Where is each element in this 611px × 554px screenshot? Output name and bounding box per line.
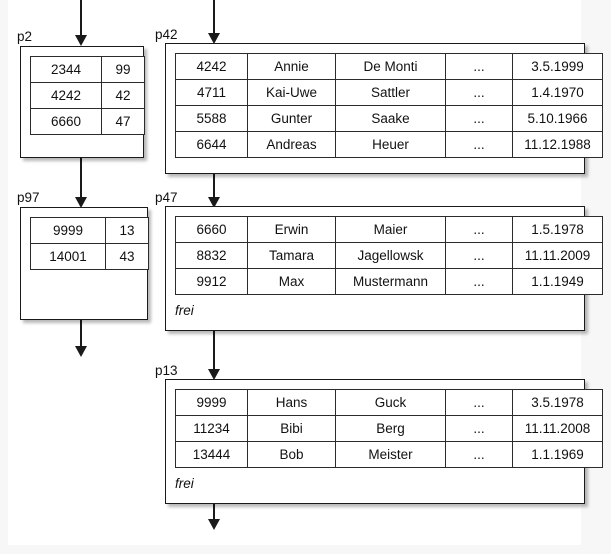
row-more: ...: [445, 216, 513, 243]
row-id: 13444: [175, 441, 248, 468]
row-first-name: Andreas: [247, 131, 336, 158]
index-page-p97[interactable]: 9999 13 14001 43: [20, 207, 149, 320]
page-label-p42: p42: [155, 27, 178, 42]
row-id: 6644: [175, 131, 248, 158]
row-first-name: Max: [247, 268, 336, 295]
row-date: 11.12.1988: [512, 131, 603, 158]
row-more: ...: [445, 415, 513, 442]
data-page-p13[interactable]: 9999 Hans Guck ... 3.5.1978 11234 Bibi B…: [165, 379, 603, 504]
arrow-into-p42: [208, 0, 220, 44]
index-pointer: 42: [101, 82, 145, 109]
page-label-p97: p97: [17, 190, 40, 205]
row-date: 1.1.1969: [512, 441, 603, 468]
row-date: 1.4.1970: [512, 79, 603, 106]
row-more: ...: [445, 105, 513, 132]
row-more: ...: [445, 268, 513, 295]
row-date: 1.5.1978: [512, 216, 603, 243]
row-more: ...: [445, 53, 513, 80]
row-first-name: Hans: [247, 389, 336, 416]
table-row[interactable]: 8832 Tamara Jagellowsk ... 11.11.2009: [175, 242, 603, 269]
index-pointer: 99: [101, 56, 145, 83]
index-key: 14001: [30, 243, 106, 270]
row-id: 8832: [175, 242, 248, 269]
index-key: 2344: [30, 56, 102, 83]
row-last-name: Saake: [335, 105, 446, 132]
row-last-name: Jagellowsk: [335, 242, 446, 269]
table-row[interactable]: 14001 43: [30, 243, 149, 270]
data-table-p47: 6660 Erwin Maier ... 1.5.1978 8832 Tamar…: [175, 216, 603, 295]
table-row[interactable]: 4242 42: [30, 82, 145, 109]
table-row[interactable]: 4711 Kai-Uwe Sattler ... 1.4.1970: [175, 79, 603, 106]
index-key: 9999: [30, 217, 106, 244]
row-more: ...: [445, 131, 513, 158]
index-key: 4242: [30, 82, 102, 109]
row-id: 4711: [175, 79, 248, 106]
row-date: 3.5.1999: [512, 53, 603, 80]
row-date: 11.11.2008: [512, 415, 603, 442]
row-last-name: Heuer: [335, 131, 446, 158]
row-date: 5.10.1966: [512, 105, 603, 132]
table-row[interactable]: 11234 Bibi Berg ... 11.11.2008: [175, 415, 603, 442]
arrow-p42-to-p47: [208, 174, 220, 208]
row-id: 11234: [175, 415, 248, 442]
row-id: 9912: [175, 268, 248, 295]
arrow-p47-to-p13: [208, 331, 220, 380]
data-page-p47[interactable]: 6660 Erwin Maier ... 1.5.1978 8832 Tamar…: [165, 206, 603, 331]
index-table-p97: 9999 13 14001 43: [30, 217, 149, 270]
row-date: 3.5.1978: [512, 389, 603, 416]
row-more: ...: [445, 242, 513, 269]
page-label-p13: p13: [155, 363, 178, 378]
row-first-name: Kai-Uwe: [247, 79, 336, 106]
free-space-label-p13: frei: [175, 476, 194, 491]
row-id: 9999: [175, 389, 248, 416]
row-more: ...: [445, 389, 513, 416]
table-row[interactable]: 9999 13: [30, 217, 149, 244]
row-id: 5588: [175, 105, 248, 132]
row-last-name: Berg: [335, 415, 446, 442]
arrow-p2-to-p97: [75, 155, 87, 208]
row-date: 1.1.1949: [512, 268, 603, 295]
row-first-name: Gunter: [247, 105, 336, 132]
table-row[interactable]: 13444 Bob Meister ... 1.1.1969: [175, 441, 603, 468]
page-label-p2: p2: [17, 29, 33, 44]
data-table-p13: 9999 Hans Guck ... 3.5.1978 11234 Bibi B…: [175, 389, 603, 468]
arrow-p97-out: [75, 319, 87, 357]
table-row[interactable]: 6660 47: [30, 108, 145, 135]
row-more: ...: [445, 441, 513, 468]
page-label-p47: p47: [155, 190, 178, 205]
row-id: 6660: [175, 216, 248, 243]
table-row[interactable]: 5588 Gunter Saake ... 5.10.1966: [175, 105, 603, 132]
arrow-into-p2: [75, 0, 87, 46]
row-first-name: Bob: [247, 441, 336, 468]
row-last-name: De Monti: [335, 53, 446, 80]
row-last-name: Meister: [335, 441, 446, 468]
row-date: 11.11.2009: [512, 242, 603, 269]
row-last-name: Guck: [335, 389, 446, 416]
index-pointer: 13: [105, 217, 149, 244]
data-page-p42[interactable]: 4242 Annie De Monti ... 3.5.1999 4711 Ka…: [165, 43, 603, 174]
table-row[interactable]: 2344 99: [30, 56, 145, 83]
row-last-name: Mustermann: [335, 268, 446, 295]
table-row[interactable]: 6660 Erwin Maier ... 1.5.1978: [175, 216, 603, 243]
row-first-name: Annie: [247, 53, 336, 80]
free-space-label-p47: frei: [175, 303, 194, 318]
index-key: 6660: [30, 108, 102, 135]
row-last-name: Maier: [335, 216, 446, 243]
row-first-name: Bibi: [247, 415, 336, 442]
row-last-name: Sattler: [335, 79, 446, 106]
index-pointer: 47: [101, 108, 145, 135]
index-pointer: 43: [105, 243, 149, 270]
table-row[interactable]: 9999 Hans Guck ... 3.5.1978: [175, 389, 603, 416]
table-row[interactable]: 9912 Max Mustermann ... 1.1.1949: [175, 268, 603, 295]
row-more: ...: [445, 79, 513, 106]
table-row[interactable]: 6644 Andreas Heuer ... 11.12.1988: [175, 131, 603, 158]
table-row[interactable]: 4242 Annie De Monti ... 3.5.1999: [175, 53, 603, 80]
row-first-name: Erwin: [247, 216, 336, 243]
data-table-p42: 4242 Annie De Monti ... 3.5.1999 4711 Ka…: [175, 53, 603, 158]
row-first-name: Tamara: [247, 242, 336, 269]
index-table-p2: 2344 99 4242 42 6660 47: [30, 56, 145, 135]
row-id: 4242: [175, 53, 248, 80]
index-page-p2[interactable]: 2344 99 4242 42 6660 47: [20, 46, 145, 158]
